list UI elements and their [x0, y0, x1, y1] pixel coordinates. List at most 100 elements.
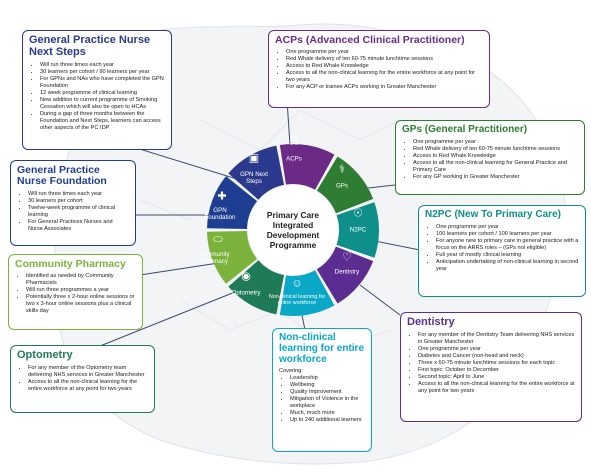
- list-item: One programme per year: [413, 139, 578, 146]
- list-item: 30 learners per cohort: [28, 198, 129, 205]
- box-title: Dentistry: [407, 316, 455, 328]
- list-item: For any member of the Dentistry Team del…: [418, 332, 575, 346]
- wheel-label-gpn-next: GPN Next Steps: [240, 170, 268, 185]
- list-item: For anyone new to primary care in genera…: [436, 238, 579, 252]
- box-list: One programme per year Red Whale deliver…: [275, 49, 483, 91]
- wheel-segment-acps: [279, 144, 335, 190]
- wheel-segment-foundation: [207, 176, 258, 230]
- box-title: N2PC (New To Primary Care): [425, 209, 561, 220]
- wheel-label-foundation: GPN Foundation: [204, 206, 236, 221]
- clipboard-icon: ☷: [289, 135, 299, 148]
- wheel-segment-n2pc: [336, 202, 379, 258]
- group-icon: ☉: [353, 207, 363, 220]
- wheel-label-nonclinical: Non-clinical learning for entire workfor…: [268, 293, 326, 306]
- box-list: Will run three times each year 30 learne…: [17, 191, 129, 233]
- list-item: During a gap of three months between the…: [40, 111, 165, 132]
- list-item: Mitigation of Violence in the workplace: [290, 396, 365, 410]
- box-gpn-foundation: General Practice Nurse Foundation Will r…: [10, 160, 136, 246]
- box-title: General Practice Nurse Next Steps: [29, 34, 151, 58]
- wheel-segment-community: [207, 230, 258, 284]
- list-item: Second topic: April to June: [418, 374, 575, 381]
- list-item: Quality Improvement: [290, 389, 365, 396]
- list-item: For General Practices Nurses and Nurse A…: [28, 219, 129, 233]
- list-item: Access to Red Whale Knowledge: [286, 63, 483, 70]
- wheel-label-community: Community Pharmacy: [198, 250, 230, 265]
- pill-icon: ⬭: [213, 233, 223, 246]
- list-item: Will run three programmes a year: [26, 287, 136, 294]
- box-list: Identified as needed by Community Pharma…: [15, 273, 136, 315]
- list-item: Identified as needed by Community Pharma…: [26, 273, 136, 287]
- list-item: For any ACP or trainee ACPs working in G…: [286, 84, 483, 91]
- wheel-segment-nonclinical: [279, 270, 335, 316]
- box-optometry: Optometry For any member of the Optometr…: [10, 345, 155, 413]
- list-item: Access to all the non-clinical learning …: [418, 381, 575, 395]
- list-item: Red Whale delivery of ten 60-75 minute l…: [286, 56, 483, 63]
- wheel-label-gps: GPs: [335, 182, 349, 190]
- wheel-segment-gps: [316, 156, 374, 214]
- list-item: 100 learners per cohort / 100 learners p…: [436, 231, 579, 238]
- wheel-segment-dentistry: [316, 246, 374, 304]
- list-item: Twelve-week programme of clinical learni…: [28, 205, 129, 219]
- box-nonclinical: Non-clinical learning for entire workfor…: [272, 328, 372, 452]
- center-title: Primary Care Integrated Development Prog…: [266, 209, 320, 251]
- box-title: Community Pharmacy: [15, 258, 126, 270]
- box-list: For any member of the Dentistry Team del…: [407, 332, 575, 395]
- list-item: Wellbeing: [290, 382, 365, 389]
- list-item: For GPNs and NAs who have completed the …: [40, 76, 165, 90]
- box-title: ACPs (Advanced Clinical Practitioner): [275, 34, 465, 46]
- list-item: Access to all the non-clinical learning …: [286, 70, 483, 84]
- list-item: Three x 60-75 minute lunchtime sessions …: [418, 360, 575, 367]
- list-item: Red Whale delivery of ten 60-75 minute l…: [413, 146, 578, 153]
- box-list: Will run three times each year 30 learne…: [29, 62, 165, 132]
- box-list: For any member of the Optometry team del…: [17, 365, 148, 393]
- wheel-segment-gpn-next: [228, 145, 285, 200]
- list-item: One programme per year: [436, 224, 579, 231]
- list-item: For any member of the Optometry team del…: [28, 365, 148, 379]
- list-item: Leadership: [290, 375, 365, 382]
- wheel-center: Primary Care Integrated Development Prog…: [248, 185, 338, 275]
- box-gps: GPs (General Practitioner) One programme…: [395, 120, 585, 195]
- list-item: Access to Red Whale Knowledge: [413, 153, 578, 160]
- box-gpn-next-steps: General Practice Nurse Next Steps Will r…: [22, 30, 172, 150]
- wheel-label-acps: ACPs: [286, 155, 302, 163]
- box-n2pc: N2PC (New To Primary Care) One programme…: [418, 205, 586, 297]
- list-item: Much, much more: [290, 410, 365, 417]
- box-list: One programme per year Red Whale deliver…: [402, 139, 578, 181]
- box-title: Optometry: [17, 349, 73, 361]
- box-intro: Covering:: [279, 368, 303, 375]
- list-item: Potentially three x 2-hour online sessio…: [26, 294, 136, 315]
- list-item: Full year of mostly clinical learning: [436, 252, 579, 259]
- list-item: For any GP working in Greater Manchester: [413, 174, 578, 181]
- tooth-icon: ♡: [342, 251, 352, 264]
- nurse-icon: ✚: [217, 190, 227, 203]
- wheel-label-dentistry: Dentistry: [334, 268, 360, 276]
- list-item: 30 learners per cohort / 90 learners per…: [40, 69, 165, 76]
- list-item: Access to all the non-clinical learning …: [413, 160, 578, 174]
- box-title: GPs (General Practitioner): [402, 124, 528, 135]
- box-title: Non-clinical learning for entire workfor…: [279, 332, 365, 365]
- list-item: Access to all the non-clinical learning …: [28, 379, 148, 393]
- list-item: 12 week programme of clinical learning: [40, 90, 165, 97]
- wheel-label-optometry: Optometry: [231, 289, 261, 297]
- box-acps: ACPs (Advanced Clinical Practitioner) On…: [268, 30, 490, 108]
- wheel-label-n2pc: N2PC: [349, 226, 367, 234]
- list-item: Will run three times each year: [40, 62, 165, 69]
- list-item: First topic: October to December: [418, 367, 575, 374]
- list-item: Anticipation undertaking of non-clinical…: [436, 259, 579, 273]
- list-item: Will run three times each year: [28, 191, 129, 198]
- list-item: New addition to current programme of Smo…: [40, 97, 165, 111]
- list-item: One programme per year: [286, 49, 483, 56]
- box-list: Leadership Wellbeing Quality Improvement…: [279, 375, 365, 424]
- people-icon: ☺: [291, 277, 303, 290]
- wheel-segment-optometry: [228, 260, 285, 315]
- list-item: Diabetes and Cancer (non-head and neck): [418, 353, 575, 360]
- list-item: One programme per year: [418, 346, 575, 353]
- stethoscope-icon: ⚕: [339, 163, 345, 176]
- person-board-icon: ▣: [248, 152, 260, 165]
- box-title: General Practice Nurse Foundation: [17, 164, 107, 188]
- list-item: Up to 240 additional learners: [290, 417, 365, 424]
- box-community-pharmacy: Community Pharmacy Identified as needed …: [8, 254, 143, 330]
- eye-icon: ◉: [241, 270, 251, 283]
- box-dentistry: Dentistry For any member of the Dentistr…: [400, 312, 582, 422]
- box-list: One programme per year 100 learners per …: [425, 224, 579, 273]
